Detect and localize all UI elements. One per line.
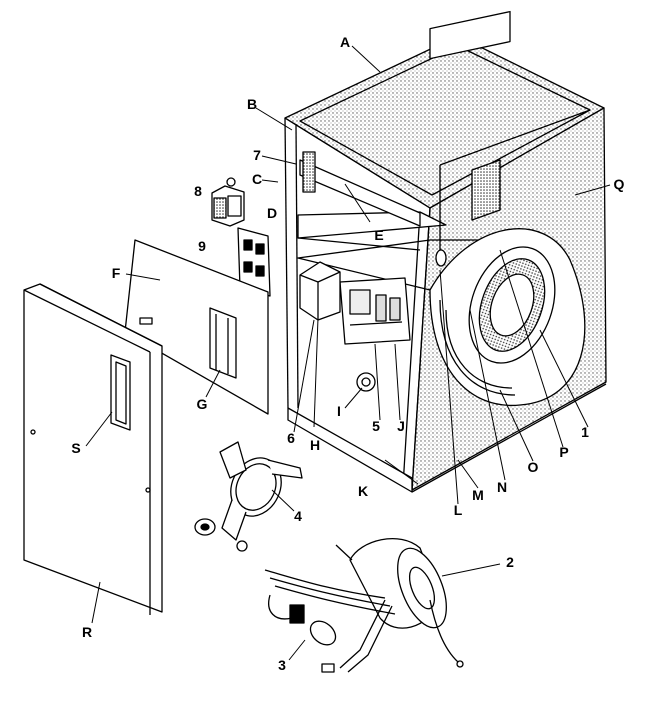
callout-6: 6 (287, 430, 295, 446)
callout-C: C (251, 171, 263, 187)
motor-mount (219, 441, 303, 552)
callout-3: 3 (278, 657, 286, 673)
callout-N: N (496, 479, 508, 495)
callout-K: K (357, 483, 369, 499)
run-capacitor (268, 594, 337, 646)
callout-R: R (81, 624, 93, 640)
callout-J: J (397, 418, 405, 434)
relay (237, 227, 271, 297)
callout-1: 1 (581, 424, 589, 440)
callout-5: 5 (372, 418, 380, 434)
callout-E: E (374, 227, 384, 243)
access-door (23, 283, 163, 615)
callout-4: 4 (294, 508, 302, 524)
inner-panel (124, 239, 269, 415)
terminal-strip (302, 151, 316, 193)
callout-M: M (472, 487, 484, 503)
callout-B: B (246, 96, 258, 112)
control-board (339, 277, 411, 345)
callout-Q: Q (613, 176, 625, 192)
callout-H: H (309, 437, 321, 453)
callout-2: 2 (506, 554, 514, 570)
callout-F: F (111, 265, 121, 281)
blower-housing (429, 228, 586, 407)
callout-8: 8 (194, 183, 202, 199)
callout-I: I (337, 403, 341, 419)
blower-motor (264, 538, 464, 673)
callout-A: A (339, 34, 351, 50)
callout-O: O (527, 459, 539, 475)
leader-lines (85, 45, 611, 661)
blower-relay (299, 261, 341, 321)
callout-P: P (559, 444, 569, 460)
callout-L: L (453, 502, 463, 518)
callout-G: G (196, 396, 208, 412)
transformer (211, 177, 245, 227)
callout-9: 9 (198, 238, 206, 254)
callout-D: D (266, 205, 278, 221)
callout-7: 7 (253, 147, 261, 163)
callout-S: S (71, 440, 81, 456)
